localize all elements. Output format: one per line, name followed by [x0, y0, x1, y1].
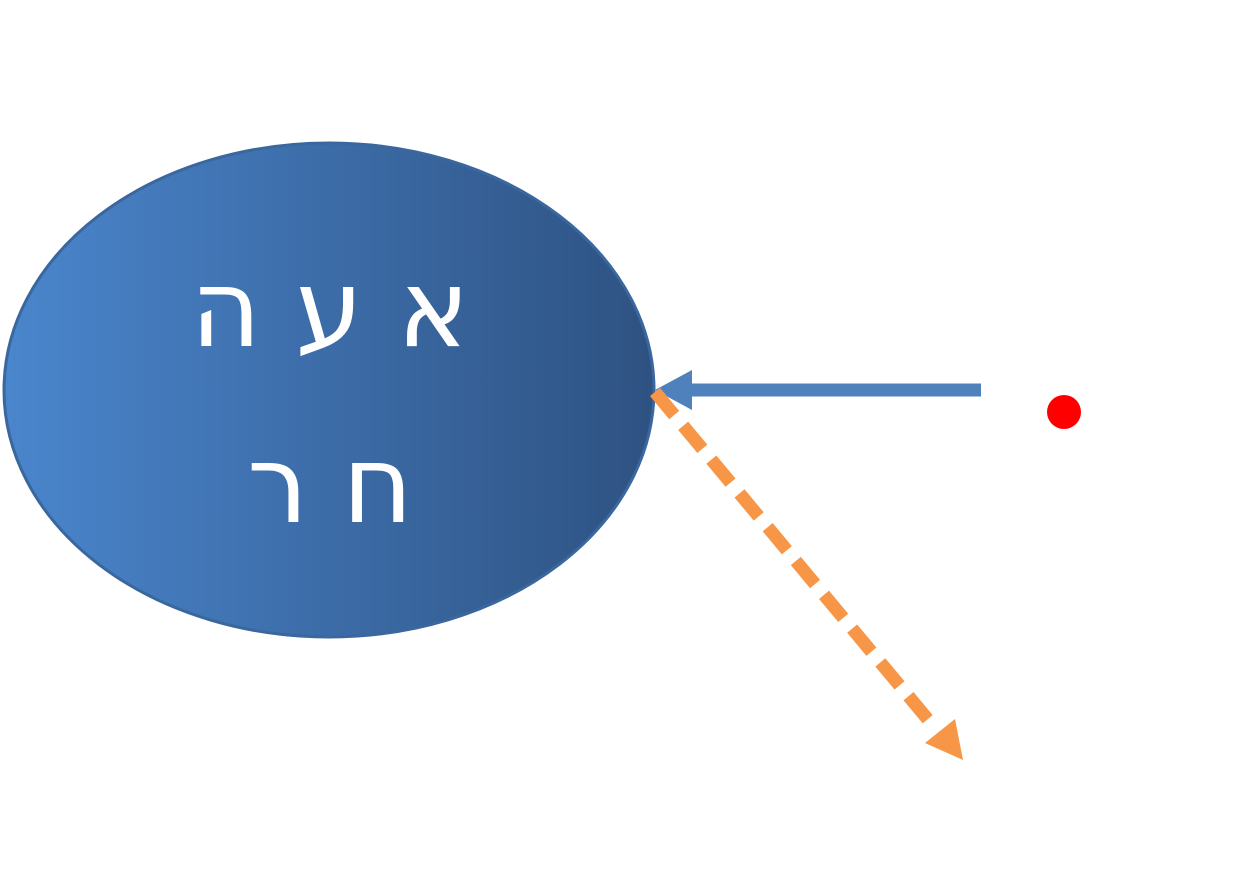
- ellipse-label-line-1: א ע ה: [190, 247, 470, 372]
- solid-arrow: [655, 370, 981, 410]
- dashed-arrow: [650, 387, 963, 760]
- red-dot: [1047, 395, 1081, 429]
- solid-arrow-head: [655, 370, 692, 410]
- dashed-arrow-shaft: [650, 387, 940, 733]
- dashed-arrow-head: [925, 719, 963, 760]
- ellipse-label-line-2: ח ר: [247, 423, 413, 548]
- ellipse-node: [2, 141, 656, 639]
